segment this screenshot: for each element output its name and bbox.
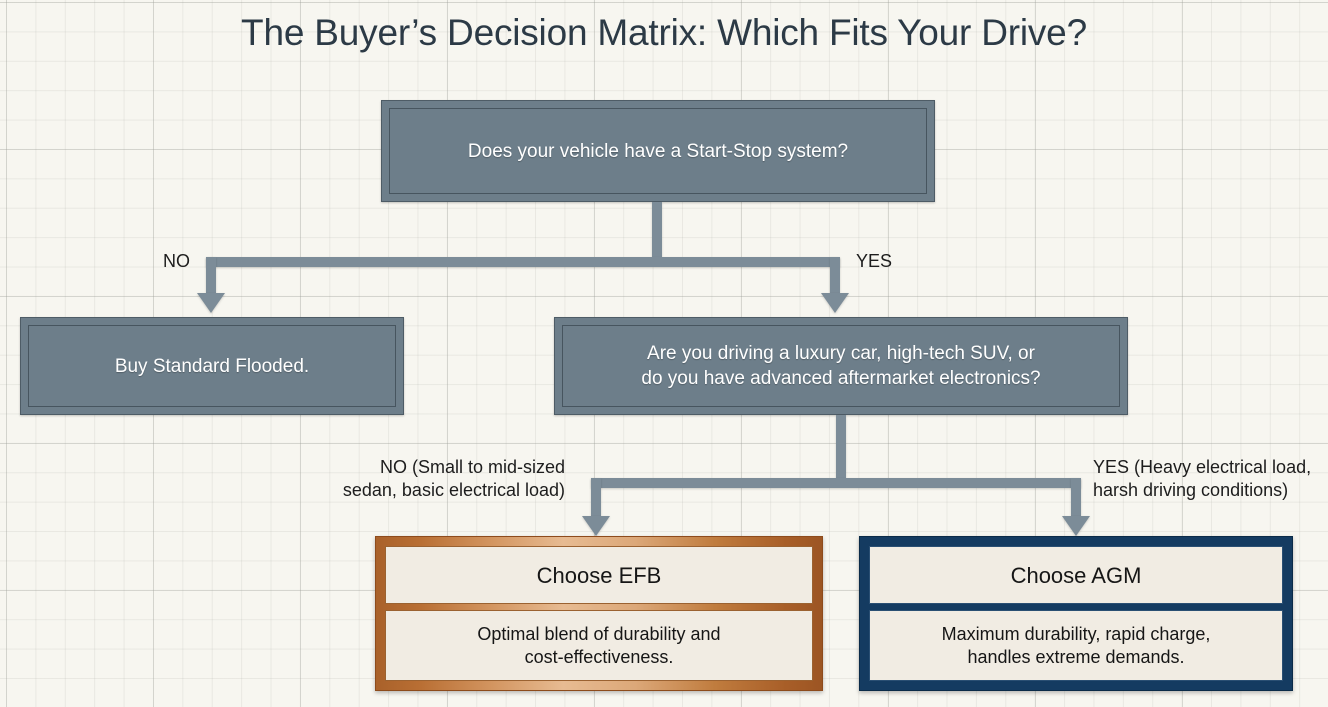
edge-label-d2-yes-line-1: YES (Heavy electrical load, — [1093, 457, 1312, 477]
arrow-head-to-agm — [1062, 516, 1090, 536]
outcome-node-standard-flooded-label: Buy Standard Flooded. — [114, 355, 310, 377]
decision-node-start-stop-label: Does your vehicle have a Start-Stop syst… — [467, 140, 849, 162]
result-card-agm-heading: Choose AGM — [1010, 562, 1142, 588]
page-title: The Buyer’s Decision Matrix: Which Fits … — [241, 12, 1087, 53]
edge-label-d1-yes: YES — [856, 251, 893, 271]
result-card-agm-detail: Maximum durability, rapid charge, handle… — [934, 623, 1219, 669]
decision-node-vehicle-class-line-2: do you have advanced aftermarket electro… — [641, 368, 1041, 389]
result-card-efb[interactable]: Choose EFB Optimal blend of durability a… — [375, 536, 823, 691]
arrow-head-to-efb — [582, 516, 610, 536]
connector-d2-left-drop — [591, 478, 601, 516]
edge-label-d1-no: NO — [163, 251, 190, 271]
result-card-agm-detail-line-1: Maximum durability, rapid charge, — [941, 623, 1211, 644]
decision-node-vehicle-class-label: Are you driving a luxury car, high-tech … — [631, 341, 1050, 391]
outcome-node-standard-flooded-inner: Buy Standard Flooded. — [28, 325, 396, 407]
result-card-efb-heading-panel: Choose EFB — [385, 546, 813, 604]
connector-d1-right-drop — [830, 257, 840, 293]
decision-node-start-stop[interactable]: Does your vehicle have a Start-Stop syst… — [381, 100, 935, 202]
arrow-head-to-decision-2 — [821, 293, 849, 313]
connector-d1-split-bar — [206, 257, 840, 267]
edge-label-d2-no-line-2: sedan, basic electrical load) — [342, 480, 565, 500]
result-card-agm-detail-panel: Maximum durability, rapid charge, handle… — [869, 610, 1283, 681]
edge-label-d2-yes-line-2: harsh driving conditions) — [1093, 480, 1289, 500]
result-card-efb-detail-line-1: Optimal blend of durability and — [477, 623, 721, 644]
edge-label-d2-no-line-1: NO (Small to mid-sized — [379, 457, 565, 477]
decision-node-vehicle-class-inner: Are you driving a luxury car, high-tech … — [562, 325, 1120, 407]
edge-label-d2-no: NO (Small to mid-sized sedan, basic elec… — [310, 456, 565, 502]
decision-node-vehicle-class[interactable]: Are you driving a luxury car, high-tech … — [554, 317, 1128, 415]
connector-d2-right-drop — [1071, 478, 1081, 516]
result-card-agm[interactable]: Choose AGM Maximum durability, rapid cha… — [859, 536, 1293, 691]
outcome-node-standard-flooded[interactable]: Buy Standard Flooded. — [20, 317, 404, 415]
result-card-agm-detail-line-2: handles extreme demands. — [967, 646, 1185, 667]
connector-d1-left-drop — [206, 257, 216, 293]
result-card-efb-detail-panel: Optimal blend of durability and cost-eff… — [385, 610, 813, 681]
connector-d2-split-bar — [591, 478, 1081, 488]
result-card-efb-detail-line-2: cost-effectiveness. — [524, 646, 674, 667]
decision-node-start-stop-inner: Does your vehicle have a Start-Stop syst… — [389, 108, 927, 194]
result-card-agm-heading-panel: Choose AGM — [869, 546, 1283, 604]
connector-d1-stem — [652, 202, 662, 257]
edge-label-d2-yes: YES (Heavy electrical load, harsh drivin… — [1093, 456, 1328, 502]
arrow-head-to-flooded — [197, 293, 225, 313]
decision-node-vehicle-class-line-1: Are you driving a luxury car, high-tech … — [647, 343, 1035, 364]
connector-d2-stem — [836, 415, 846, 478]
result-card-efb-heading: Choose EFB — [536, 562, 662, 588]
result-card-efb-detail: Optimal blend of durability and cost-eff… — [469, 623, 728, 669]
